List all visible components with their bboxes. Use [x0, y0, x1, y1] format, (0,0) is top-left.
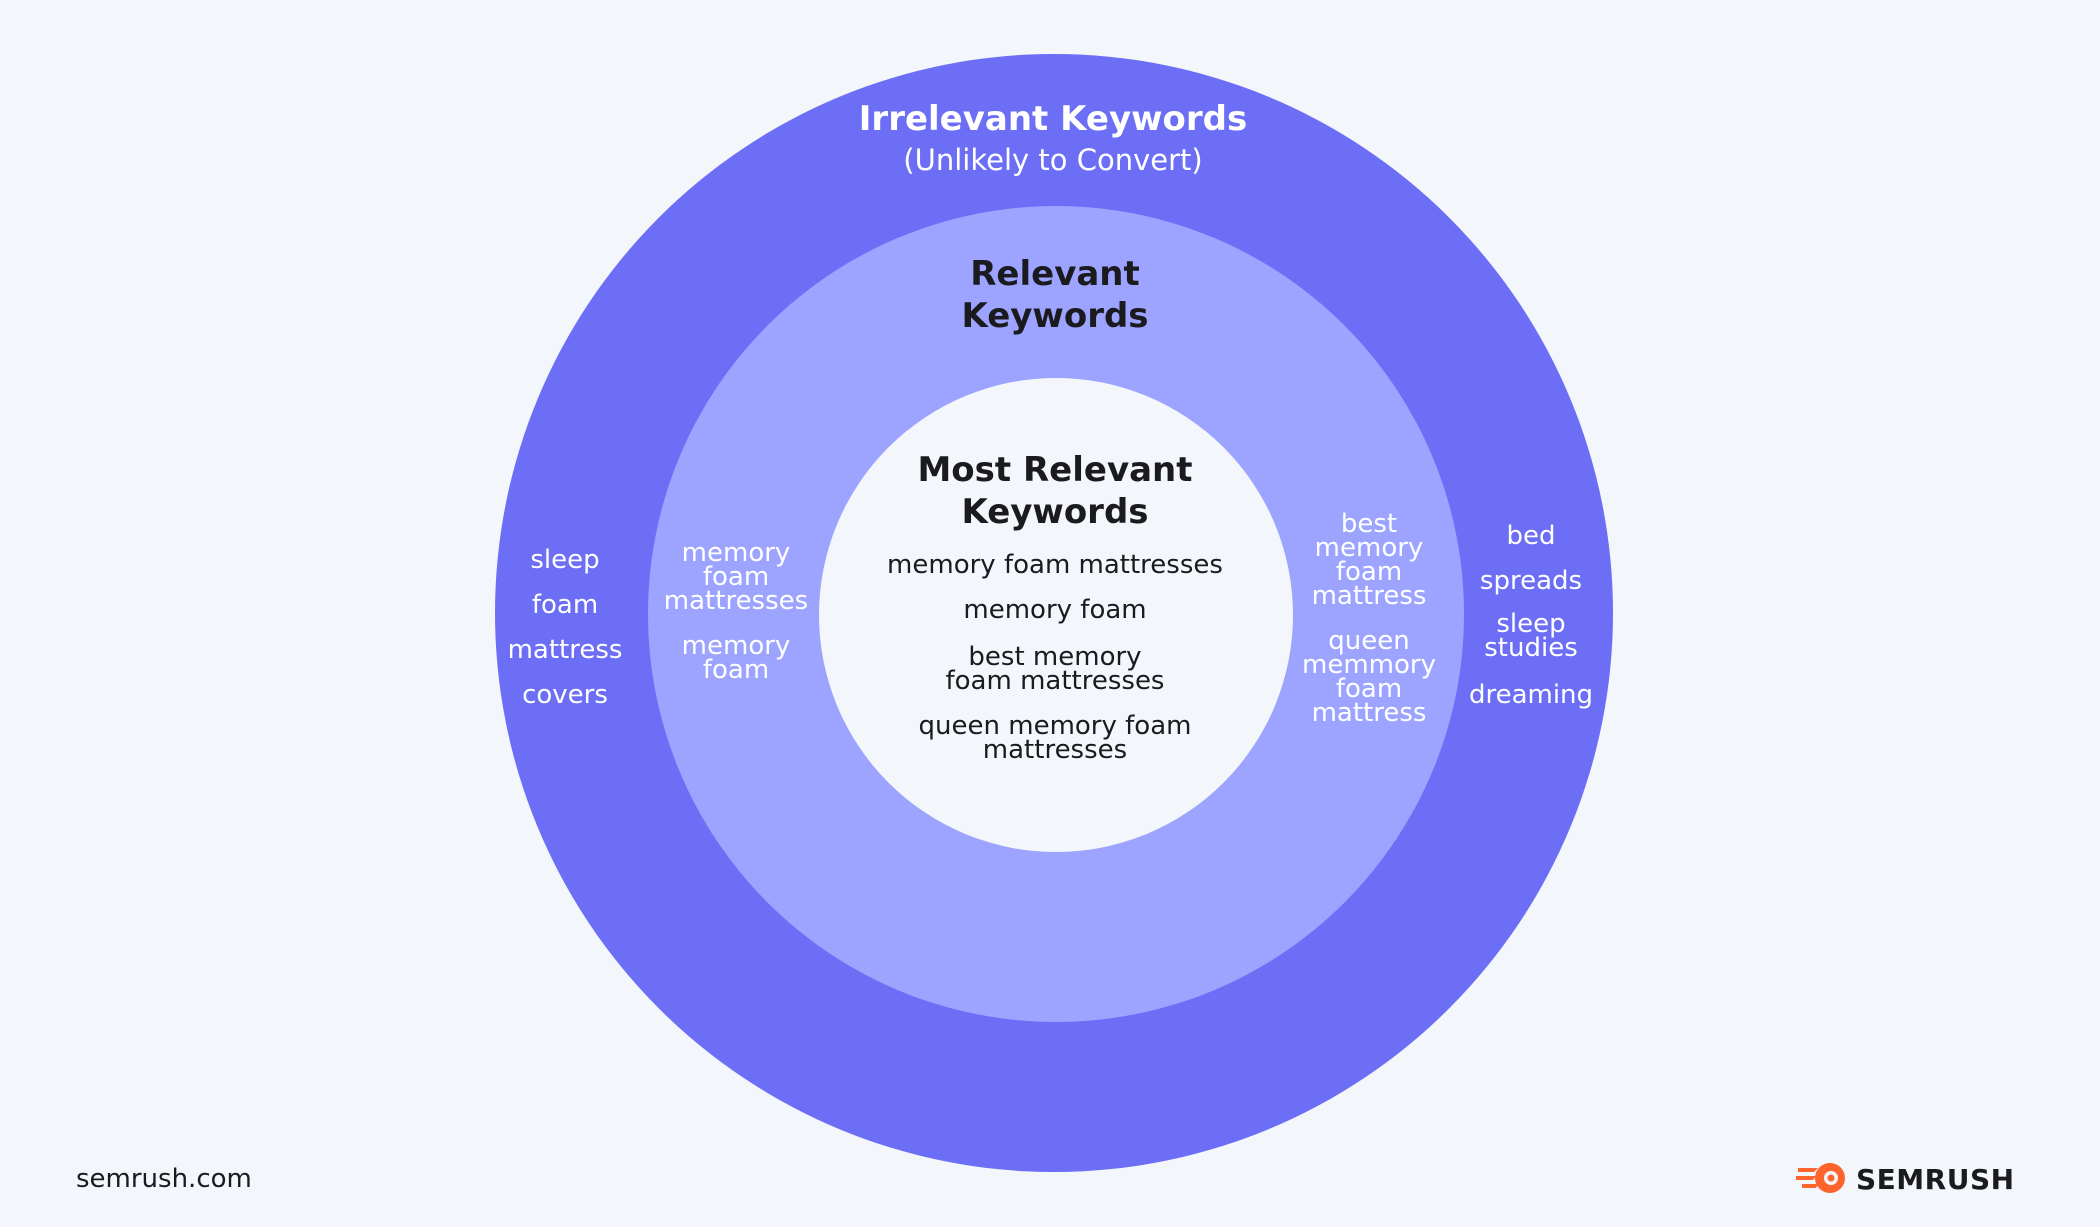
inner-keyword: best memory foam mattresses: [945, 642, 1165, 696]
semrush-logo: SEMRUSH: [1796, 1160, 2015, 1198]
footer-site-url: semrush.com: [76, 1164, 252, 1194]
inner-circle-title: Most Relevant Keywords: [917, 449, 1192, 533]
outer-right-keyword: sleep studies: [1484, 609, 1578, 663]
outer-left-keyword: mattress: [507, 635, 623, 665]
inner-circle-title-line2: Keywords: [961, 492, 1149, 532]
outer-left-keyword: foam: [531, 590, 599, 620]
semrush-fire-icon: [1796, 1160, 1848, 1198]
middle-right-keyword: queen memmory foam mattress: [1302, 626, 1436, 728]
middle-ring-title-line1: Relevant: [970, 254, 1140, 294]
outer-ring-subtitle: (Unlikely to Convert): [903, 143, 1203, 177]
inner-keyword: memory foam: [963, 595, 1147, 625]
inner-keyword: queen memory foam mattresses: [918, 711, 1192, 765]
inner-circle-title-line1: Most Relevant: [917, 450, 1193, 490]
outer-right-keyword: bed: [1506, 521, 1556, 551]
outer-left-keyword: sleep: [530, 545, 600, 575]
inner-circle-most-relevant: [819, 378, 1293, 852]
inner-keyword: memory foam mattresses: [887, 550, 1223, 580]
outer-left-keyword: covers: [522, 680, 608, 710]
middle-ring-title: Relevant Keywords: [961, 253, 1148, 337]
middle-left-keyword: memory foam: [681, 631, 791, 685]
middle-right-keyword: best memory foam mattress: [1311, 509, 1427, 611]
outer-ring-title: Irrelevant Keywords: [858, 99, 1248, 139]
outer-right-keyword: dreaming: [1468, 680, 1594, 710]
outer-right-keyword: spreads: [1479, 566, 1583, 596]
middle-left-keyword: memory foam mattresses: [663, 538, 809, 616]
middle-ring-title-line2: Keywords: [961, 296, 1149, 336]
semrush-wordmark: SEMRUSH: [1856, 1162, 2015, 1196]
